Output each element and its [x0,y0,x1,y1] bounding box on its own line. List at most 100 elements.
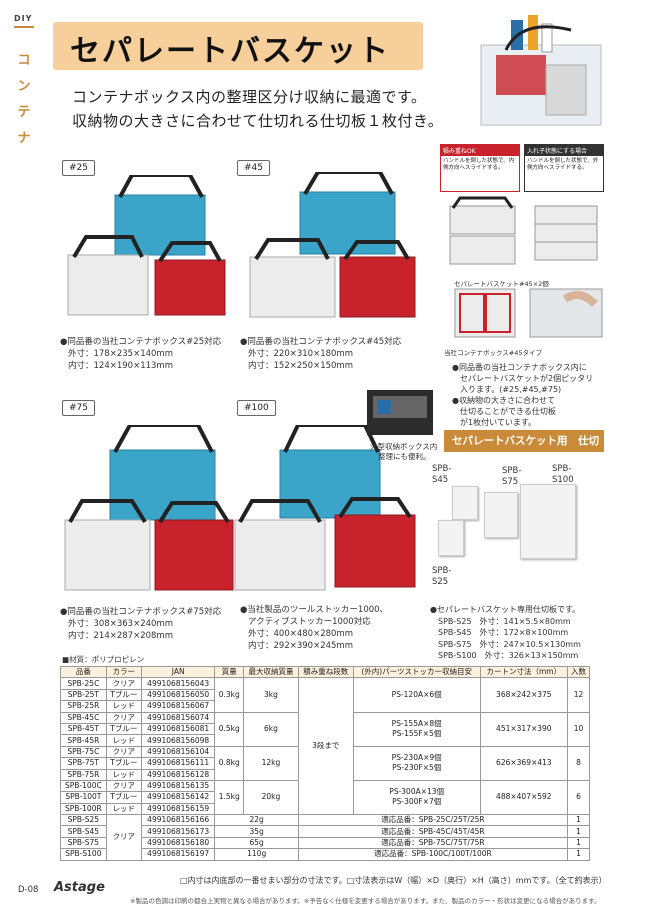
stocker-line: PS-120A×6個 [391,689,442,699]
table-cell: 適応品番：SPB-25C/25T/25R [297,814,568,827]
baskets-45-image [249,172,416,318]
table-cell: PS-120A×6個 [352,677,481,713]
usage-caption-line: セパレートバスケットが2個ピッタリ [460,374,594,383]
product-caption-line: 内寸：292×390×245mm [248,641,353,651]
product-caption-line: 外寸：220×310×180mm [248,349,353,359]
tray-section-header: セパレートバスケット用 仕切板 [444,430,604,469]
table-cell: 4991068156180 [140,836,216,850]
table-cell: 4991068156104 [140,745,216,759]
side-divider [14,26,34,28]
stocker-line: PS-230F×5個 [392,763,442,773]
table-cell: レッド [105,802,142,816]
tool-note-line: 大型収納ボックス内 [370,442,438,451]
footnote: □内寸は内底部の一番せまい部分の寸法です。□寸法表示はW（幅）×D（奥行）×H（… [180,876,607,885]
table-cell: 4991068156067 [140,700,216,713]
table-cell: SPB-45C [60,711,107,724]
tray-label-s100: SPB-S100 [552,464,574,485]
table-cell: 626×369×413 [479,745,568,781]
product-caption-line: ●当社製品のツールストッカー1000、 [240,605,389,615]
table-cell: 3段まで [297,677,354,816]
table-cell: レッド [105,700,142,713]
table-cell: 488×407×592 [479,779,568,816]
table-cell: 65g [214,836,299,850]
product-tag-100: #100 [237,400,276,416]
basket-clear-icon [67,235,149,316]
product-caption-line: ●同品番の当社コンテナボックス#25対応 [60,337,222,347]
table-cell: 1 [566,814,591,827]
table-header: 積み重ね段数 [297,665,354,679]
lead-line-1: コンテナボックス内の整理区分け収納に最適です。 [72,88,427,106]
stocker-line: PS-155F×5個 [392,729,442,739]
table-header: 質量 [214,665,245,679]
usage-caption-line: が1枚付いています。 [460,418,537,427]
product-tag-45: #45 [237,160,270,176]
tray-label-s75: SPB-S75 [502,466,522,487]
table-cell: 6 [566,779,591,816]
product-caption-line: 外寸：178×235×140mm [68,349,173,359]
hero-container-photo [480,15,602,126]
side-category: コンテナ [14,48,34,152]
table-header: 最大収納質量 [243,665,299,679]
table-cell: 110g [214,848,299,861]
table-cell: レッド [105,768,142,781]
table-cell: 0.5kg [214,711,245,747]
tray-caption: ●セパレートバスケット専用仕切板です。SPB-S25 外寸：141×5.5×80… [430,604,581,662]
table-cell: クリア [105,745,142,759]
usage-nest-panel: 入れ子状態にする場合 ハンドルを倒した状態で、外側方向へスライドする。 [524,144,604,192]
product-caption-line: 内寸：152×250×150mm [248,361,353,371]
table-cell: SPB-45T [60,722,107,736]
page-title: セパレートバスケット [70,34,390,69]
tray-caption-line: SPB-S25 外寸：141×5.5×80mm [438,616,571,626]
product-tag-75: #75 [62,400,95,416]
table-cell: SPB-100T [60,791,107,804]
table-cell: 1 [566,836,591,850]
table-cell: SPB-45R [60,734,107,747]
usage-nest-text: ハンドルを倒した状態で、外側方向へスライドする。 [527,158,599,171]
side-diy-label: DIY [14,14,33,23]
usage-caption-line: 入ります。(#25,#45,#75) [460,385,562,394]
table-cell: クリア [105,779,142,793]
usage-stack-title: 積み重ねOK [441,145,519,156]
table-cell: 4991068156128 [140,768,216,781]
table-cell: 0.8kg [214,745,245,781]
disclaimer: ※製品の色調は印刷の都合上実物と異なる場合があります。※予告なく仕様を変更する場… [130,897,601,905]
tray-caption-line: SPB-S75 外寸：247×10.5×130mm [438,639,581,649]
tray-caption-line: SPB-S45 外寸：172×8×100mm [438,628,569,637]
stocker-line: PS-230A×9個 [391,753,442,763]
usage-nest-title: 入れ子状態にする場合 [525,145,603,156]
table-cell: 適応品番：SPB-45C/45T/45R [297,825,568,838]
usage-caption: ●同品番の当社コンテナボックス内にセパレートバスケットが2個ピッタリ入ります。(… [452,362,593,428]
title-band [53,22,423,70]
tool-note: 大型収納ボックス内整理にも便利。 [370,442,437,462]
usage-box-label: 当社コンテナボックス#45タイプ [444,349,543,357]
usage-stack-panel: 積み重ねOK ハンドルを倒した状態で、内側方向へスライドする。 [440,144,520,192]
table-cell: 6kg [243,711,299,747]
tray-plate-s75 [484,492,518,538]
table-cell: 4991068156098 [140,734,216,747]
tray-plate-s100 [520,484,576,559]
table-cell: 10 [566,711,591,747]
table-header: カートン寸法（mm） [479,665,568,679]
side-category-char: ン [17,79,31,94]
table-cell: 4991068156074 [140,711,216,724]
stocker-line: PS-300A×13個 [389,787,445,797]
brand-logo: Astage [54,880,105,895]
table-cell: 4991068156197 [140,848,216,861]
table-cell: 適応品番：SPB-100C/100T/100R [297,848,568,861]
table-cell: 12kg [243,745,299,781]
table-cell: SPB-S25 [60,814,107,827]
usage-caption-line: ●収納物の大きさに合わせて [452,396,555,405]
table-cell: SPB-100R [60,802,107,816]
table-cell: Tブルー [105,757,142,770]
tool-note-line: 整理にも便利。 [378,452,431,461]
